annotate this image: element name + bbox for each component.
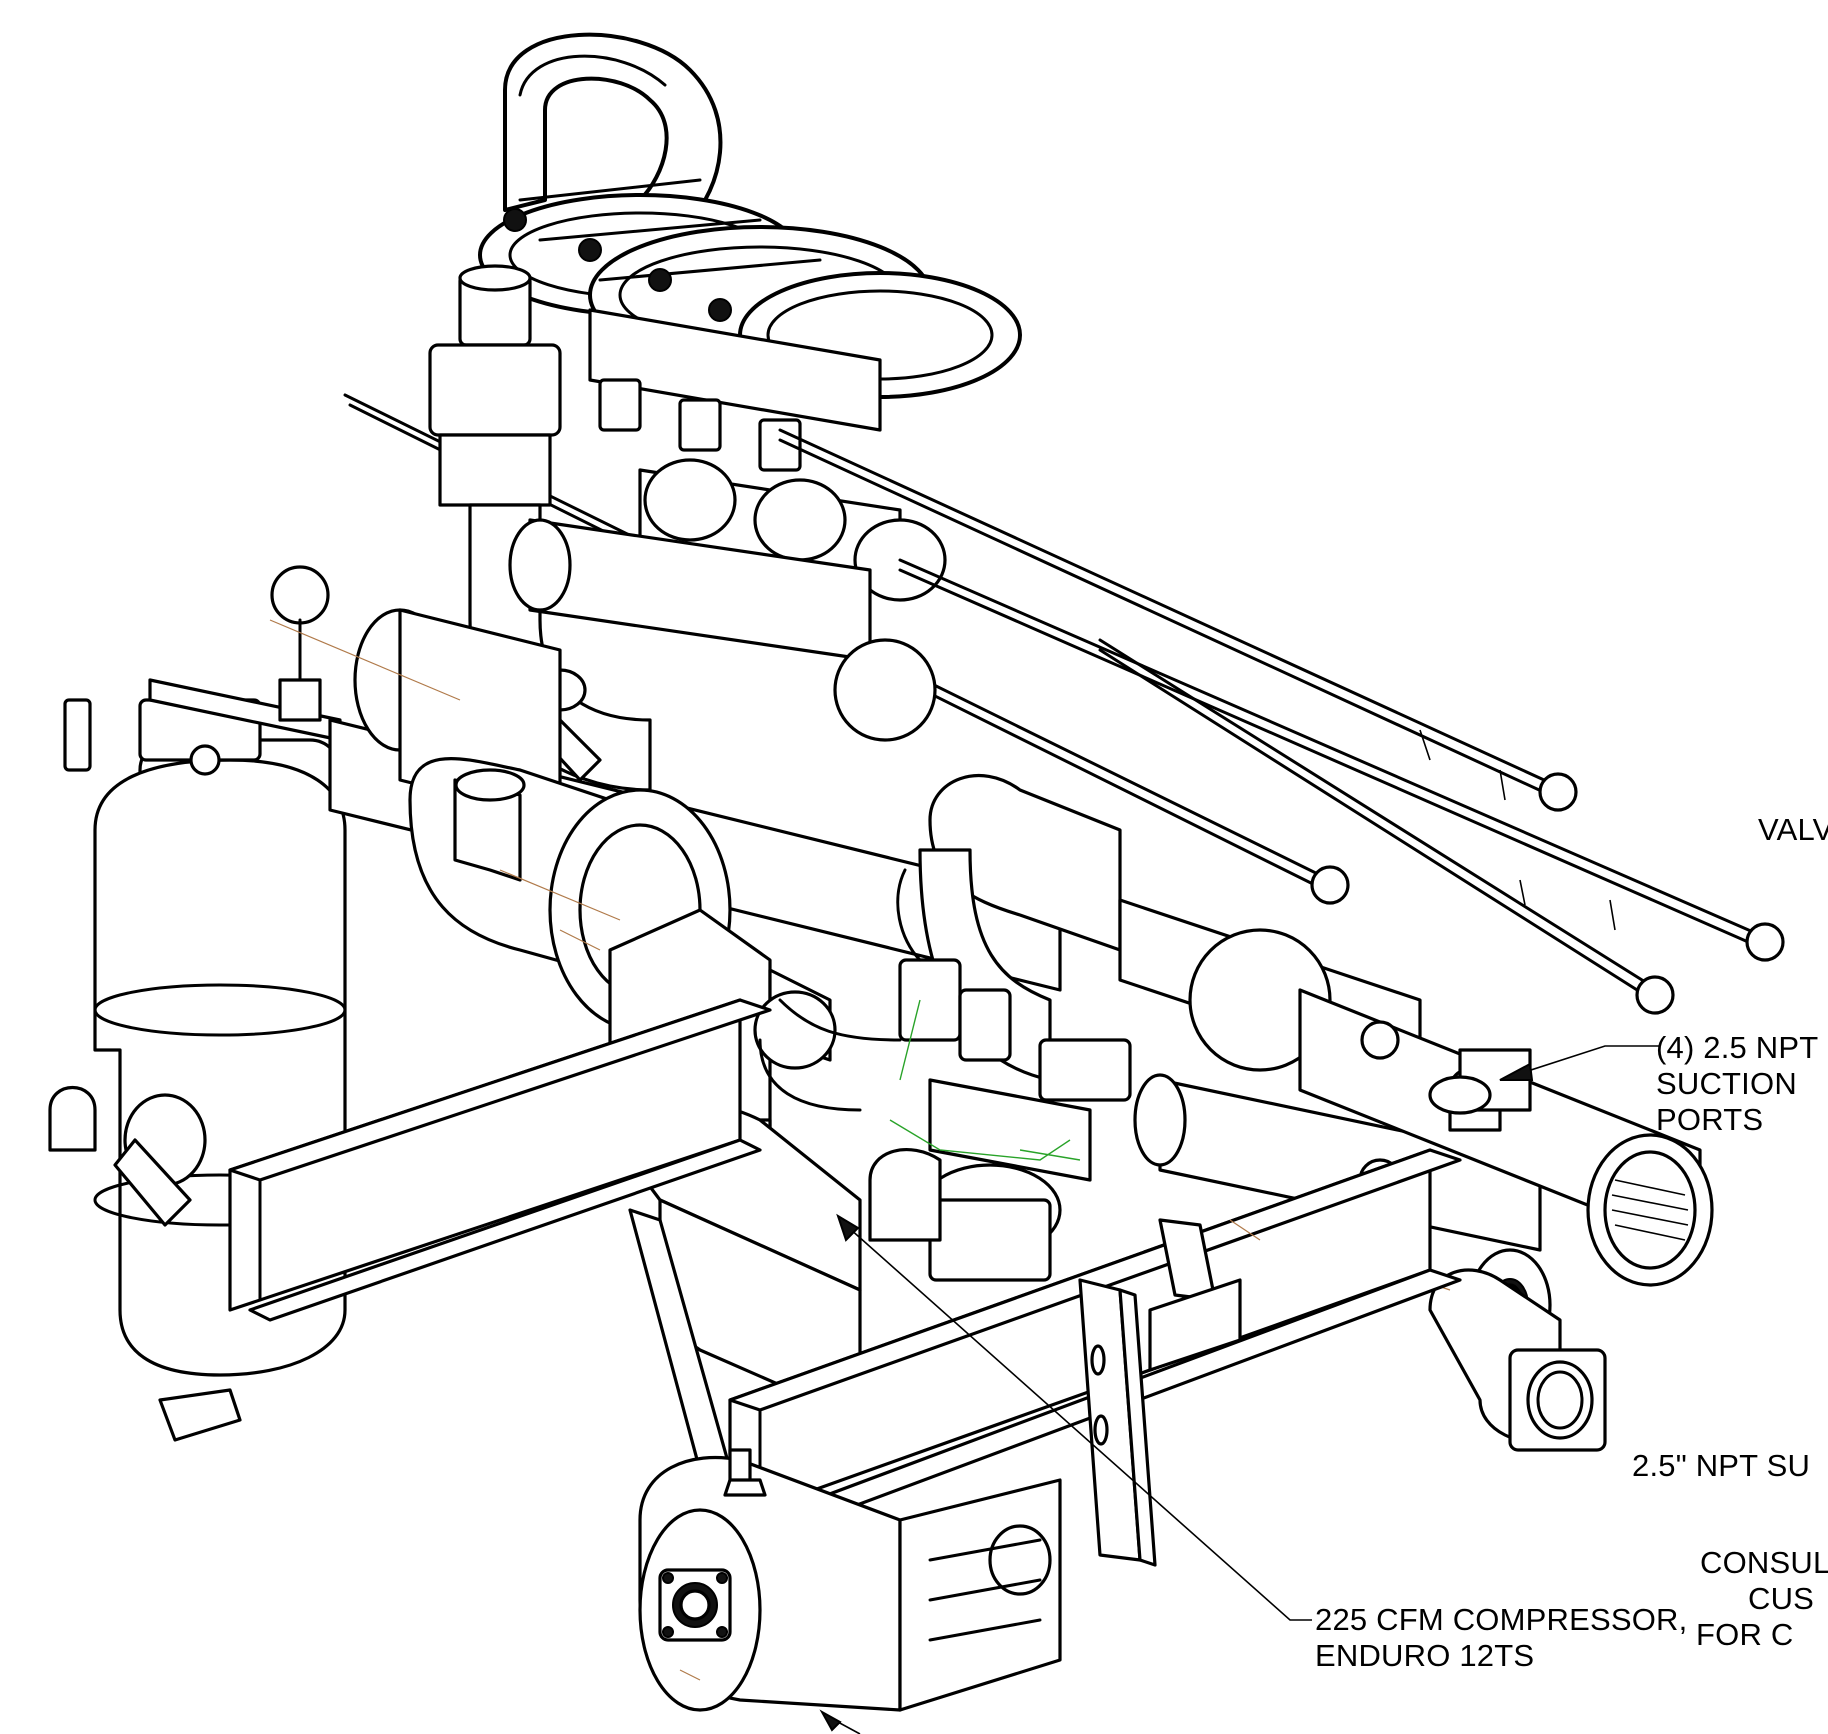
callout-npt-su-text: 2.5" NPT SU	[1632, 1448, 1811, 1483]
callout-compressor: 225 CFM COMPRESSOR, ENDURO 12TS	[1315, 1602, 1687, 1674]
central-valves	[758, 868, 1092, 1282]
compressor-housing	[638, 1448, 1062, 1712]
callout-valves-text: VALV	[1758, 812, 1828, 847]
callout-consult-line-2: CUS	[1748, 1581, 1815, 1616]
valve-manifold-top	[588, 308, 947, 602]
hidden-lines	[559, 929, 1261, 1681]
callout-consult-line-3: FOR C	[1696, 1617, 1794, 1652]
callout-suction-line-2: SUCTION	[1656, 1066, 1797, 1101]
callout-compressor-line-1: 225 CFM COMPRESSOR,	[1315, 1602, 1688, 1637]
leader-lines	[819, 1045, 1660, 1734]
callout-consult: CONSUL CUS FOR C	[1696, 1545, 1828, 1653]
callout-consult-line-1: CONSUL	[1700, 1545, 1828, 1580]
callout-suction-line-1: (4) 2.5 NPT	[1656, 1030, 1819, 1065]
callout-valves: VALV	[1758, 812, 1828, 848]
callout-compressor-line-2: ENDURO 12TS	[1315, 1638, 1535, 1673]
callout-suction-ports: (4) 2.5 NPT SUCTION PORTS	[1656, 1030, 1818, 1138]
callout-npt-su: 2.5" NPT SU	[1632, 1448, 1810, 1484]
callout-suction-line-3: PORTS	[1656, 1102, 1764, 1137]
base-frame	[228, 998, 1462, 1567]
